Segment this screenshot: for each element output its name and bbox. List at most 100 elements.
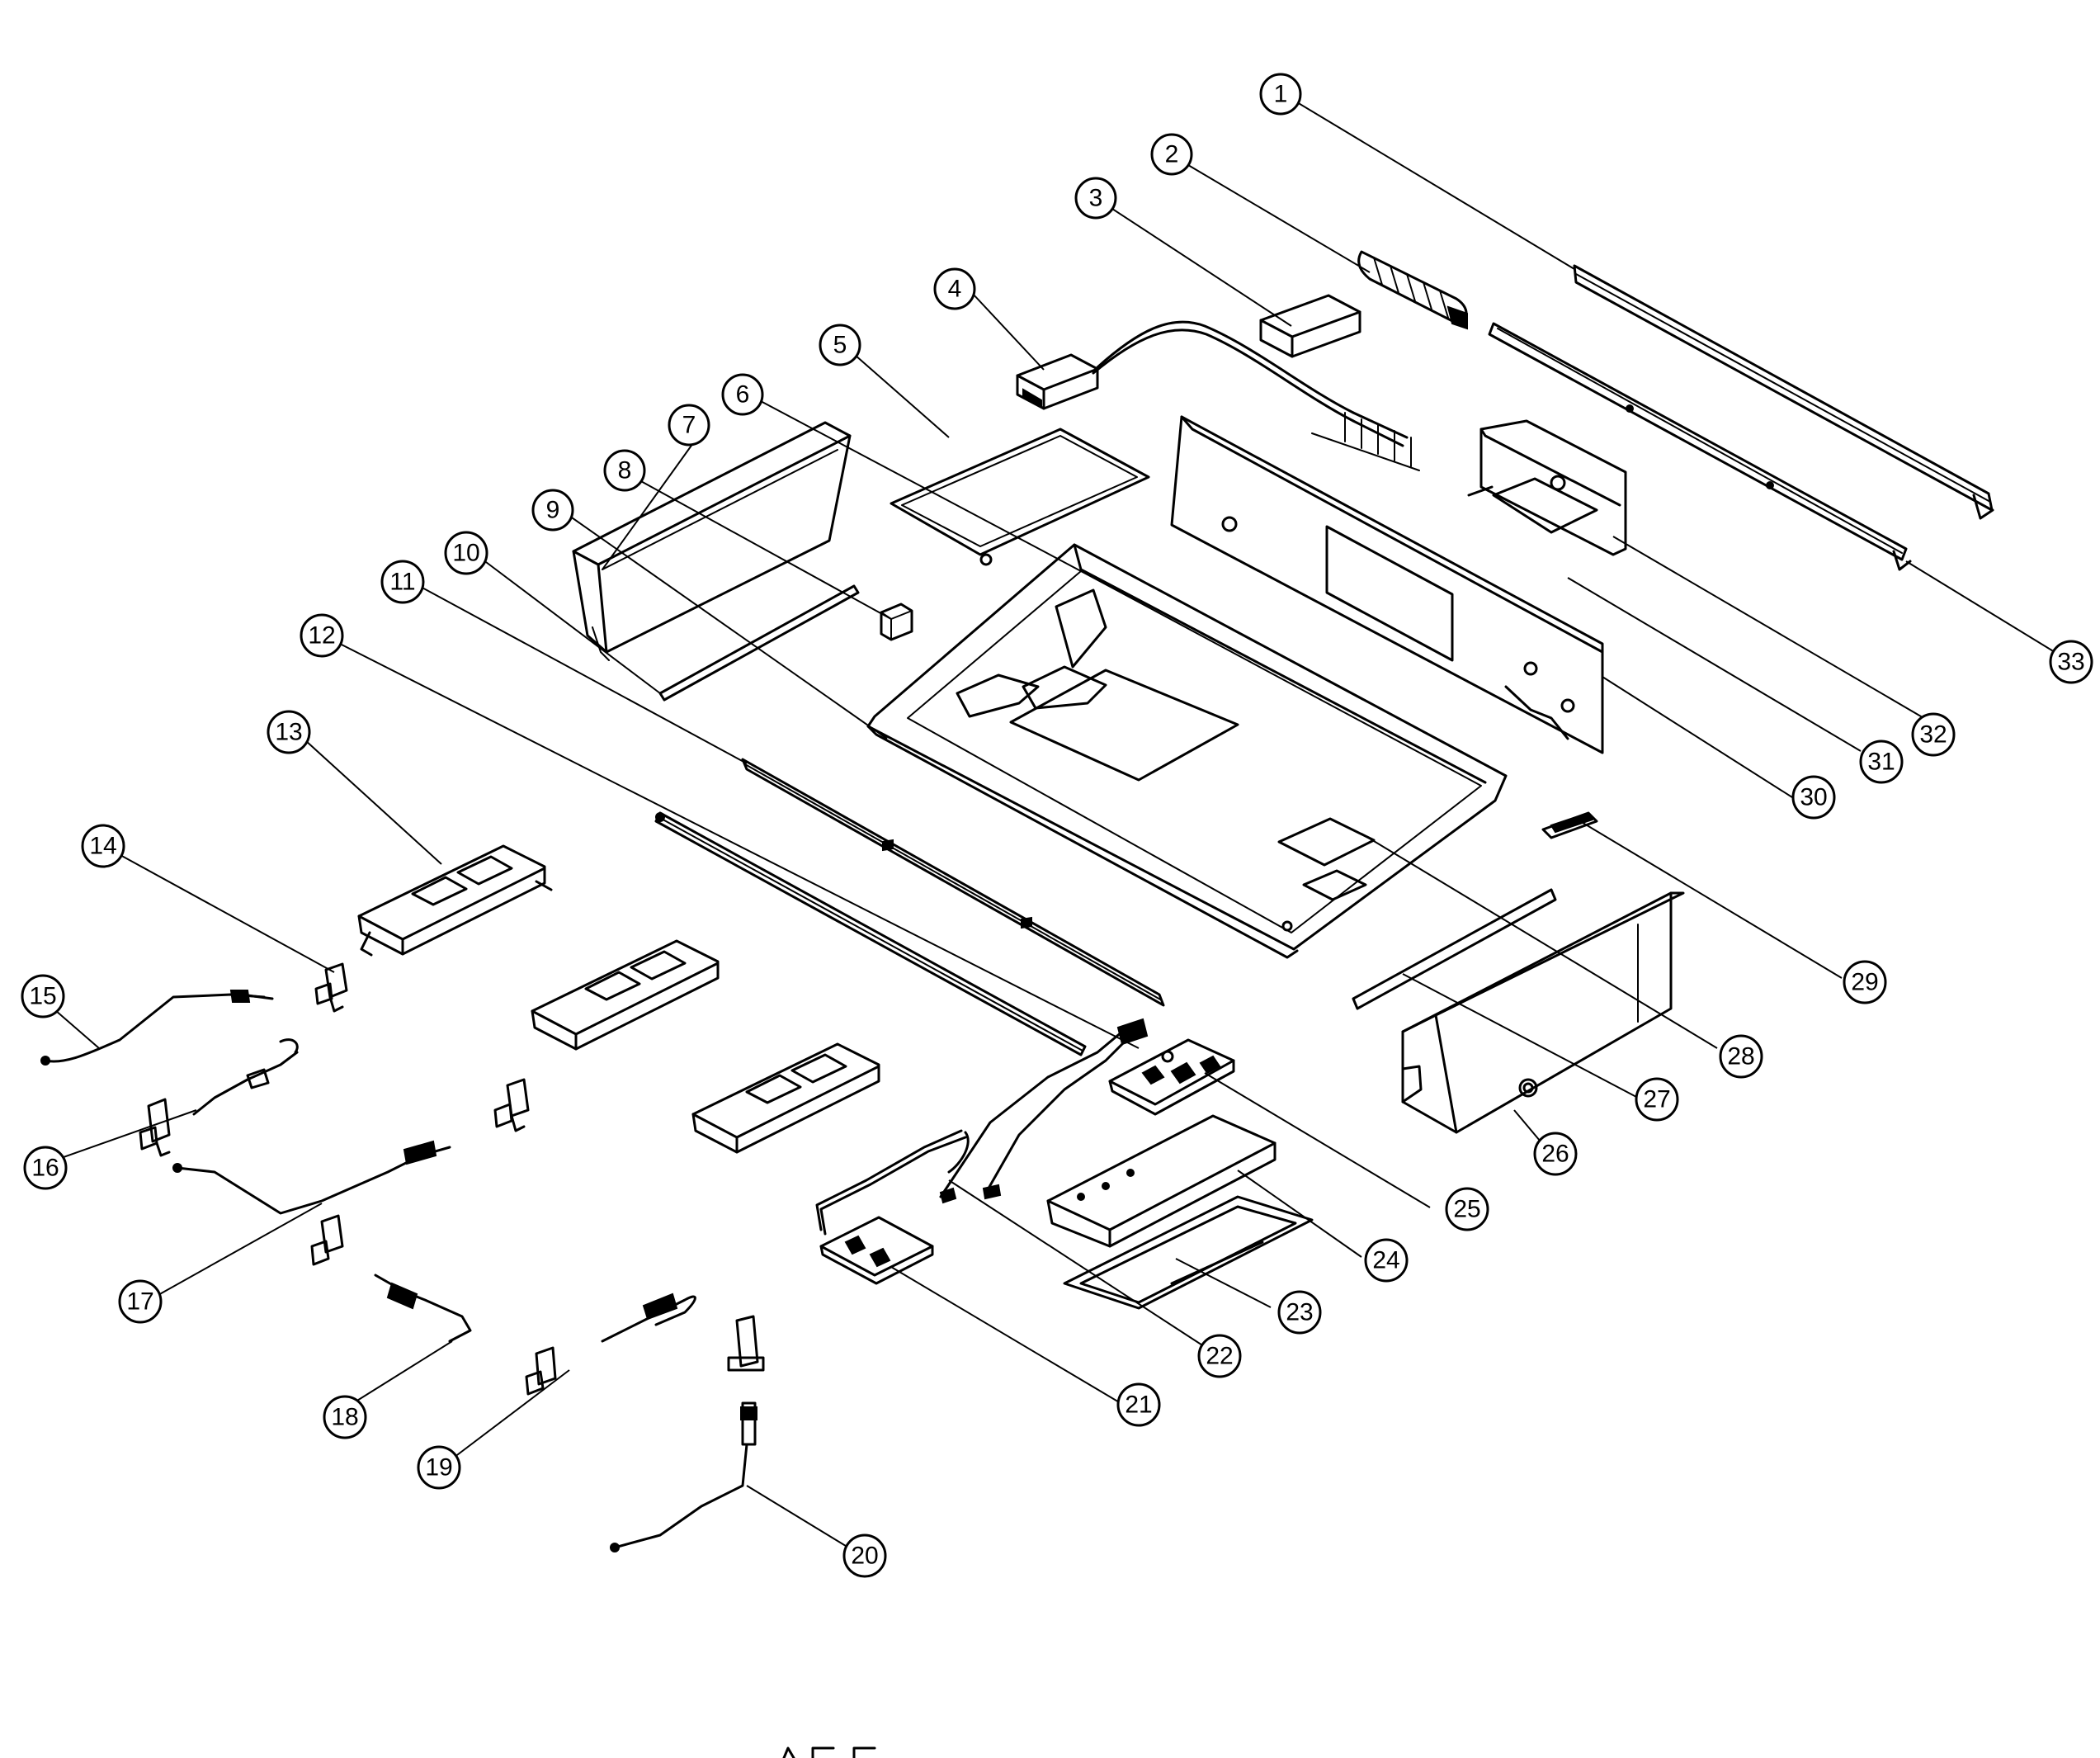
- svg-text:3: 3: [1089, 185, 1103, 212]
- callout-30: 30: [1791, 775, 1836, 820]
- callout-29: 29: [1843, 960, 1887, 1004]
- svg-text:1: 1: [1274, 81, 1288, 108]
- callout-33: 33: [2049, 640, 2093, 684]
- svg-text:32: 32: [1919, 721, 1947, 749]
- svg-text:31: 31: [1867, 749, 1895, 776]
- svg-text:24: 24: [1372, 1247, 1399, 1274]
- burner-bracket-middle: [531, 939, 720, 1051]
- svg-text:23: 23: [1286, 1299, 1313, 1326]
- part-1-rail: [1573, 264, 1994, 520]
- part-27-rail: [1352, 888, 1557, 1010]
- svg-text:20: 20: [851, 1543, 878, 1570]
- callout-5: 5: [819, 324, 861, 366]
- svg-text:18: 18: [331, 1404, 358, 1431]
- callout-13: 13: [267, 710, 311, 754]
- callout-31: 31: [1859, 740, 1904, 784]
- callout-14: 14: [81, 824, 125, 868]
- svg-text:6: 6: [736, 381, 750, 409]
- svg-text:28: 28: [1727, 1043, 1754, 1070]
- part-6-pan: [866, 543, 1508, 959]
- part-29-bracket: [1541, 811, 1598, 839]
- svg-text:17: 17: [126, 1288, 153, 1316]
- callout-15: 15: [21, 974, 65, 1018]
- part-4-module: [1016, 320, 1420, 471]
- part-20-tube: [610, 1315, 765, 1552]
- part-13-bracket: [357, 844, 553, 957]
- svg-text:26: 26: [1541, 1141, 1569, 1168]
- svg-text:2: 2: [1165, 141, 1179, 168]
- valve-middle: [493, 1078, 530, 1132]
- part-16-tube: [139, 1038, 299, 1157]
- part-21-board: [819, 1216, 934, 1285]
- part-7-side-panel: [572, 421, 852, 661]
- callout-8: 8: [603, 449, 646, 492]
- callout-26: 26: [1533, 1132, 1578, 1176]
- callout-6: 6: [721, 373, 764, 416]
- callout-23: 23: [1277, 1290, 1322, 1335]
- callout-20: 20: [842, 1534, 887, 1578]
- part-12-rod: [654, 811, 1087, 1056]
- svg-text:11: 11: [389, 569, 415, 596]
- part-3-cover: [1259, 294, 1361, 358]
- svg-text:10: 10: [452, 540, 479, 567]
- part-11-rod: [741, 758, 1165, 1007]
- svg-text:29: 29: [1851, 969, 1878, 996]
- callout-19: 19: [417, 1445, 461, 1490]
- svg-text:4: 4: [948, 276, 962, 303]
- part-23-tray: [1063, 1195, 1314, 1310]
- part-5-plate: [890, 428, 1150, 566]
- part-19-tube: [525, 1293, 696, 1396]
- part-15-tube: [40, 990, 274, 1066]
- callout-25: 25: [1445, 1187, 1489, 1231]
- callout-2: 2: [1150, 133, 1193, 176]
- parts-drawing: [40, 250, 1994, 1552]
- svg-text:16: 16: [31, 1155, 59, 1182]
- svg-text:13: 13: [275, 719, 302, 746]
- callout-28: 28: [1719, 1034, 1763, 1079]
- burner-bracket-lower: [691, 1042, 880, 1154]
- svg-text:22: 22: [1206, 1343, 1233, 1370]
- callout-9: 9: [531, 489, 574, 532]
- svg-text:19: 19: [425, 1454, 452, 1482]
- callout-18: 18: [323, 1395, 367, 1439]
- part-9-strip: [658, 584, 860, 702]
- part-2-blower: [1357, 250, 1468, 330]
- callout-21: 21: [1116, 1382, 1161, 1427]
- svg-text:9: 9: [546, 497, 560, 524]
- leader-lines: [42, 102, 2055, 1553]
- svg-text:14: 14: [89, 833, 116, 860]
- callout-24: 24: [1364, 1238, 1409, 1283]
- part-22-harness: [815, 1018, 1149, 1236]
- callout-10: 10: [444, 531, 488, 575]
- svg-text:12: 12: [308, 622, 335, 650]
- callout-labels: 1 2 3 4 5 6 7 8 9 10 11 12 13 14 15 16 1…: [21, 73, 2093, 1578]
- part-14-valve: [314, 962, 348, 1013]
- callout-32: 32: [1911, 712, 1956, 757]
- callout-22: 22: [1197, 1334, 1242, 1378]
- svg-text:5: 5: [833, 332, 847, 359]
- callout-12: 12: [300, 613, 344, 658]
- cropped-caption-fragment: [782, 1746, 876, 1758]
- svg-text:21: 21: [1125, 1392, 1152, 1419]
- callout-3: 3: [1074, 177, 1117, 220]
- svg-text:25: 25: [1453, 1196, 1480, 1223]
- callout-17: 17: [118, 1279, 163, 1324]
- part-32-rail: [1488, 322, 1912, 571]
- svg-text:27: 27: [1643, 1086, 1670, 1113]
- svg-text:33: 33: [2057, 649, 2084, 676]
- callout-7: 7: [668, 404, 710, 447]
- part-30-back-panel: [1170, 415, 1604, 754]
- part-31-box: [1467, 419, 1627, 556]
- svg-text:15: 15: [29, 983, 56, 1010]
- callout-16: 16: [23, 1146, 68, 1190]
- part-24-plate: [1046, 1114, 1277, 1248]
- svg-text:8: 8: [618, 457, 632, 484]
- part-17-tube: [172, 1140, 451, 1215]
- part-26-side-panel: [1401, 891, 1685, 1134]
- part-8-switch: [880, 603, 913, 641]
- callout-11: 11: [380, 560, 425, 604]
- svg-text:30: 30: [1800, 784, 1827, 811]
- callout-1: 1: [1259, 73, 1302, 116]
- callout-27: 27: [1635, 1077, 1679, 1122]
